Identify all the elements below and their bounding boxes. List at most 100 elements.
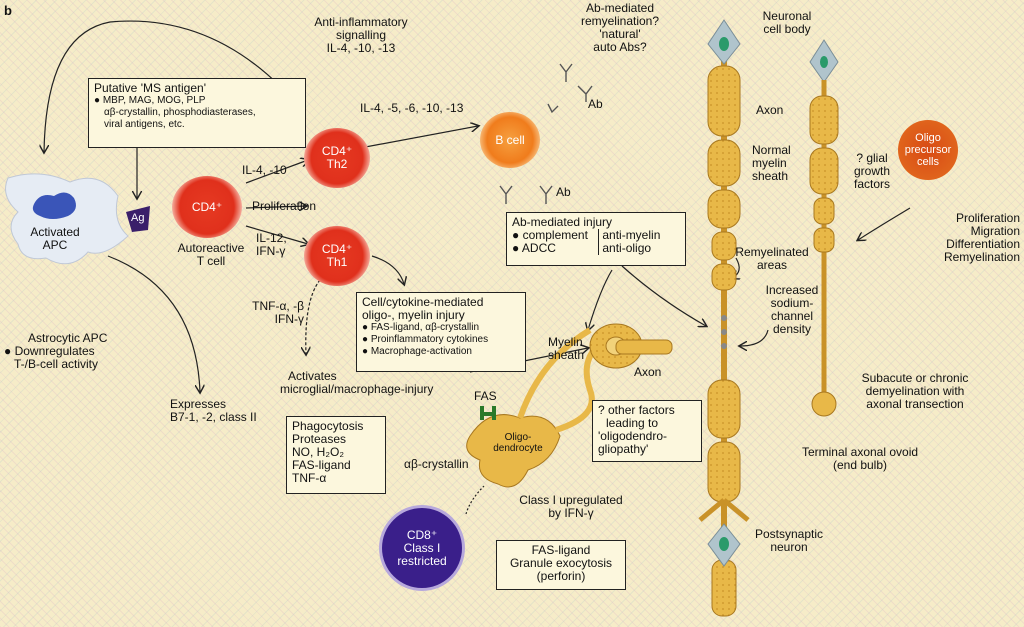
autoreactive-1: Autoreactive — [177, 241, 245, 255]
differentiation: Differentiation — [946, 237, 1020, 251]
ab-injury-title: Ab-mediated injury — [512, 215, 613, 229]
astro-2: ● Downregulates — [4, 344, 95, 358]
phagocytosis-box: Phagocytosis Proteases NO, H₂O₂ FAS-liga… — [286, 416, 386, 494]
cd4-autoreactive-label: CD4⁺ — [191, 199, 223, 214]
arrow-cd8-to-oligo — [465, 485, 485, 515]
subacute-2: demyelination with — [865, 384, 965, 398]
fasl-line-3: (perforin) — [536, 569, 586, 583]
oligo-1: Oligo- — [504, 432, 532, 443]
activates-1: Activates — [288, 369, 337, 383]
increased-3: channel — [770, 309, 814, 323]
antigen-shape — [126, 206, 150, 232]
oligo-precursor-label-3: cells — [916, 156, 939, 168]
arrow-th1-to-microglia — [306, 279, 321, 354]
proliferation-label: Proliferation — [252, 199, 317, 213]
tnf-1: TNF-α, -β — [252, 299, 304, 313]
tnf-2: IFN-γ — [274, 312, 304, 326]
myelin-2: sheath — [548, 348, 585, 362]
postsynaptic-label: Postsynaptic neuron — [744, 528, 834, 554]
class1-1: Class I upregulated — [519, 493, 623, 507]
ab-crystallin-label: αβ-crystallin — [404, 457, 469, 471]
normal-myelin-label: Normal myelin sheath — [752, 144, 791, 183]
cell-med-item-3: ● Macrophage-activation — [362, 346, 472, 357]
normal-2: myelin — [752, 156, 787, 170]
ab-injury-box: Ab-mediated injury ● complement anti-mye… — [506, 212, 686, 266]
cd4-th2-label-2: Th2 — [326, 157, 348, 171]
cd8-label-3: restricted — [397, 553, 447, 568]
cd8-label-1: CD8⁺ — [406, 527, 438, 542]
other-factors-box: ? other factors leading to 'oligodendro-… — [592, 400, 702, 462]
oligo-2: dendrocyte — [493, 443, 543, 454]
astrocytic-apc-label: Astrocytic APC ● Downregulates T-/B-cell… — [4, 332, 107, 371]
apc-cell — [5, 173, 129, 265]
arrow-il4-to-th2 — [245, 160, 308, 184]
normal-3: sheath — [752, 169, 789, 183]
arrow-apc-to-expresses — [107, 255, 200, 392]
glial-factors-label: ? glial growth factors — [840, 152, 904, 191]
subacute-label: Subacute or chronic demyelination with a… — [840, 372, 990, 411]
apc-label: Activated APC — [20, 226, 90, 252]
ab-remyel-4: auto Abs? — [593, 40, 647, 54]
arrow-proliferation — [245, 206, 306, 208]
neuronal-2: cell body — [763, 22, 811, 36]
ab-injury-row2-right: anti-oligo — [602, 241, 652, 255]
axon-label: Axon — [756, 103, 784, 117]
ab-remyel-3: 'natural' — [599, 27, 641, 41]
neuronal-body-label: Neuronal cell body — [752, 10, 822, 36]
remyelinated-label: Remyelinated areas — [724, 246, 820, 272]
subacute-1: Subacute or chronic — [861, 371, 969, 385]
myelin-1: Myelin — [548, 335, 583, 349]
ms-antigen-title: Putative 'MS antigen' — [94, 81, 206, 95]
arrow-th1-to-box — [371, 255, 404, 284]
other-line-2: leading to — [606, 416, 659, 430]
anti-inflam-3: IL-4, -10, -13 — [326, 41, 396, 55]
arrow-il12-to-th1 — [245, 225, 308, 244]
ab-label-2: Ab — [556, 185, 571, 199]
myelin-sheath-label: Myelin sheath — [548, 336, 584, 362]
expresses-2: B7-1, -2, class II — [170, 410, 257, 424]
cell-med-item-2: ● Proinflammatory cytokines — [362, 334, 489, 345]
remyelination: Remyelination — [943, 250, 1020, 264]
phago-line-1: Phagocytosis — [292, 419, 364, 433]
ms-antigen-line-2: αβ-crystallin, phosphodiasterases, — [104, 107, 256, 118]
class1-2: by IFN-γ — [548, 506, 594, 520]
ms-antigen-line-1: ● MBP, MAG, MOG, PLP — [94, 95, 206, 106]
ab-remyel-2: remyelination? — [580, 14, 660, 28]
glial-1: ? glial — [856, 151, 888, 165]
activates-label: Activates microglial/macrophage-injury — [280, 370, 433, 396]
terminal-ovoid-label: Terminal axonal ovoid (end bulb) — [780, 446, 940, 472]
astro-3: T-/B-cell activity — [14, 357, 99, 371]
fasl-line-2: Granule exocytosis — [509, 556, 613, 570]
arrow-sodium — [740, 329, 769, 346]
phago-line-3: NO, H₂O₂ — [292, 445, 344, 459]
fas-label: FAS — [474, 389, 497, 403]
sodium-channel-label: Increased sodium- channel density — [752, 284, 832, 336]
ab-remyel-1: Ab-mediated — [585, 1, 655, 15]
oligodendrocyte-label: Oligo- dendrocyte — [488, 432, 548, 454]
il12-label: IL-12, IFN-γ — [256, 232, 287, 258]
anti-inflammatory-label: Anti-inflammatory signalling IL-4, -10, … — [296, 16, 426, 55]
cd4-th1-label-1: CD4⁺ — [321, 242, 353, 256]
cell-med-title-1: Cell/cytokine-mediated — [362, 295, 484, 309]
migration: Migration — [970, 224, 1020, 238]
neuron-body — [707, 19, 741, 65]
ag-label: Ag — [131, 212, 145, 224]
oligo-precursor-label-1: Oligo — [915, 132, 941, 144]
glial-3: factors — [853, 177, 890, 191]
postsynaptic-neuron — [707, 523, 741, 567]
ab-remyelination-label: Ab-mediated remyelination? 'natural' aut… — [560, 2, 680, 54]
ab-label-1: Ab — [588, 97, 603, 111]
increased-4: density — [772, 322, 812, 336]
other-line-4: gliopathy' — [598, 442, 649, 456]
cell-med-item-1: ● FAS-ligand, αβ-crystallin — [362, 322, 480, 333]
fasl-line-1: FAS-ligand — [531, 543, 591, 557]
ab-injury-row1-right: anti-myelin — [602, 228, 661, 242]
phago-line-5: TNF-α — [292, 471, 327, 485]
cell-med-title-2: oligo-, myelin injury — [362, 308, 465, 322]
il4-10-label: IL-4, -10 — [242, 163, 287, 177]
increased-1: Increased — [765, 283, 819, 297]
b-cell: B cell — [480, 112, 540, 168]
expresses-label: Expresses B7-1, -2, class II — [170, 398, 257, 424]
